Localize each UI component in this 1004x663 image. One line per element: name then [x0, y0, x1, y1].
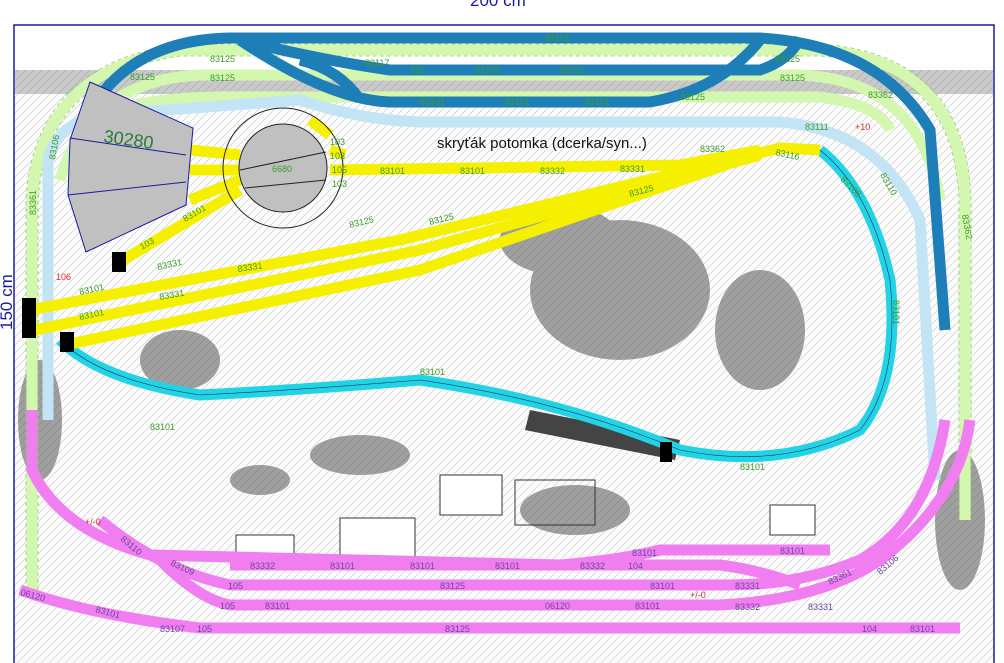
- track-piece-label: 103: [330, 151, 345, 161]
- track-piece-label: 83101: [420, 367, 445, 377]
- track-piece-label: 83101: [650, 581, 675, 591]
- track-piece-label: 83332: [540, 166, 565, 176]
- track-piece-label: 83107: [160, 624, 185, 634]
- track-piece-label: 83101: [780, 546, 805, 556]
- track-piece-label: 104: [628, 561, 643, 571]
- track-piece-label: 83101: [410, 561, 435, 571]
- track-piece-label: 83101: [545, 33, 570, 43]
- turntable-bridge: [239, 151, 327, 171]
- track-piece-label: 83125: [210, 73, 235, 83]
- track-piece-label: 83101: [330, 561, 355, 571]
- track-piece-label: 83331: [620, 164, 645, 174]
- track-piece-label: 83101: [585, 97, 610, 107]
- track-piece-label: +10: [855, 122, 870, 132]
- turntable-pit: [222, 107, 344, 229]
- track-piece-label: +/-0: [690, 590, 706, 600]
- track-piece-label: 83116: [775, 147, 801, 162]
- track-piece-label: 83101: [265, 601, 290, 611]
- track-piece-label: 83101: [150, 422, 175, 432]
- track-piece-label: 83101: [910, 624, 935, 634]
- bridge: [525, 410, 680, 460]
- track-piece-label: 83101: [420, 97, 445, 107]
- track-piece-label: 83117: [365, 58, 389, 68]
- track-piece-label: 83125: [130, 72, 155, 82]
- width-dimension-label: 200 cm: [470, 0, 526, 10]
- blue-track-fan: [74, 32, 951, 331]
- track-piece-label: 83125: [440, 581, 465, 591]
- track-piece-label: 102: [410, 65, 425, 75]
- blue-track-labels: 83101 83101 83101 83101 83101 83101 8311…: [365, 33, 610, 107]
- track-piece-label: 104: [862, 624, 877, 634]
- turntable: [238, 123, 328, 213]
- turntable-label: 6680: [272, 164, 292, 174]
- track-piece-label: 83361: [28, 190, 38, 215]
- roundhouse-stall-divider: [67, 181, 187, 196]
- track-piece-label: 83125: [445, 624, 470, 634]
- track-piece-label: 83101: [380, 166, 405, 176]
- track-piece-label: 83125: [680, 92, 705, 102]
- green-track-edges: [25, 43, 972, 590]
- track-piece-label: 105: [220, 601, 235, 611]
- cyan-track-edge: [59, 149, 893, 457]
- track-piece-label: 83125: [210, 54, 235, 64]
- buffer-stops: [22, 252, 672, 462]
- track-piece-label: 83101: [632, 548, 657, 558]
- track-piece-label: 83332: [250, 561, 275, 571]
- track-piece-label: 83101: [891, 300, 901, 325]
- track-piece-label: 83331: [735, 581, 760, 591]
- track-piece-label: 83362: [700, 144, 725, 154]
- track-piece-label: 83101: [635, 601, 660, 611]
- track-piece-label: 103: [332, 179, 347, 189]
- track-piece-label: 83331: [237, 261, 263, 274]
- yellow-station-tracks: [28, 115, 821, 351]
- hidden-siding-note: skryťák potomka (dcerka/syn...): [437, 135, 647, 152]
- track-piece-label: +/-0: [85, 517, 101, 527]
- track-piece-label: 83331: [159, 288, 185, 302]
- track-piece-label: 83101: [560, 65, 585, 75]
- track-piece-label: 83101: [740, 462, 765, 472]
- track-piece-label: 83101: [505, 97, 530, 107]
- turntable-bridge: [244, 179, 327, 189]
- roundhouse-stall-divider: [69, 137, 187, 156]
- track-piece-label: 105: [332, 165, 347, 175]
- green-track-labels: 83125 83125 83125 83125 83125 83125 8310…: [28, 54, 974, 240]
- track-piece-label: 83101: [460, 166, 485, 176]
- track-piece-label: 83101: [475, 65, 500, 75]
- track-piece-label: 83332: [735, 602, 760, 612]
- track-piece-label: 83331: [808, 602, 833, 612]
- track-piece-label: 06120: [545, 601, 570, 611]
- track-piece-label: 83106: [47, 134, 61, 160]
- track-piece-label: 103: [330, 137, 345, 147]
- track-piece-label: 83362: [868, 90, 893, 100]
- track-piece-label: 83125: [780, 73, 805, 83]
- track-piece-label: 83332: [580, 561, 605, 571]
- buildings: [235, 474, 816, 559]
- pink-yard-tracks: [18, 410, 976, 634]
- track-piece-label: 83111: [805, 122, 829, 132]
- height-dimension-label: 150 cm: [0, 274, 16, 330]
- height-markers: 106 +10 +/-0 +/-0: [56, 122, 870, 600]
- track-piece-label: 83362: [960, 214, 974, 240]
- roundhouse: [67, 81, 194, 253]
- track-piece-label: 105: [197, 624, 212, 634]
- track-piece-label: 83101: [495, 561, 520, 571]
- track-piece-label: 83125: [775, 54, 800, 64]
- track-piece-label: 105: [228, 581, 243, 591]
- track-piece-label: 106: [56, 272, 71, 282]
